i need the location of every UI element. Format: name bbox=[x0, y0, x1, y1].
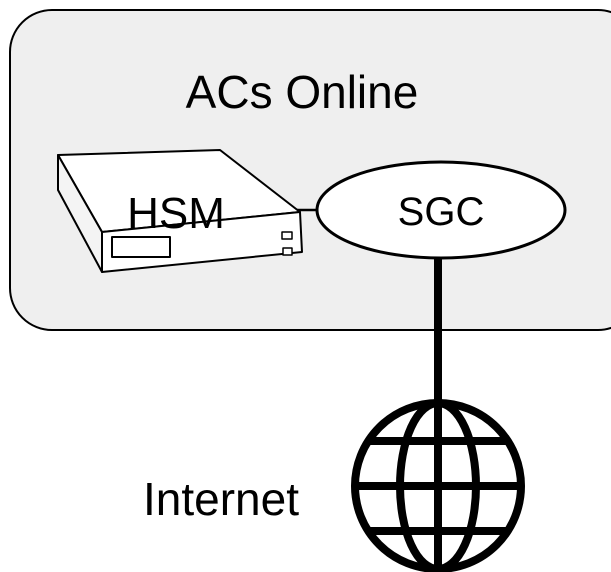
sgc-label: SGC bbox=[398, 190, 485, 234]
sgc-node bbox=[315, 160, 567, 260]
hsm-appliance-icon bbox=[57, 149, 303, 273]
internet-label: Internet bbox=[143, 473, 299, 525]
globe-icon bbox=[351, 399, 525, 572]
hsm-label: HSM bbox=[127, 189, 225, 238]
group-title: ACs Online bbox=[186, 66, 419, 118]
